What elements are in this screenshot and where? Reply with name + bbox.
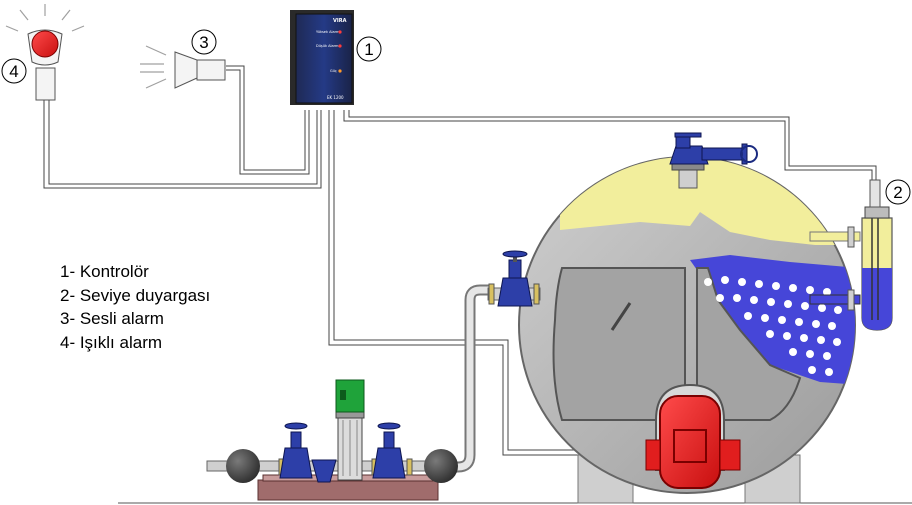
right-chamber [696,267,802,421]
tube-dots [704,276,842,376]
red-lamp [31,30,59,58]
light-alarm: 4 [1,4,85,101]
legend: 1- Kontrolör 2- Seviye duyargası 3- Sesl… [60,260,210,354]
feed-water-line [206,250,541,501]
level-sensor-assembly: 2 [809,179,911,331]
sound-lines [140,45,167,89]
controller-brand: VIRA [333,18,347,24]
legend-item: 3- Sesli alarm [60,309,164,328]
signal-cables [43,65,877,456]
label-audible-alarm: 3 [199,33,208,52]
left-chamber [552,267,686,421]
steam-main-valve [669,132,758,189]
audible-alarm: 3 [140,29,226,89]
tank-ball-right [424,449,458,483]
sight-mark [610,302,632,331]
controller-row1: Yüksek Alarm [316,30,340,34]
pump-motor [335,379,365,413]
label-level-sensor: 2 [893,183,902,202]
water-space [690,255,855,385]
burner [645,395,741,489]
light-rays [5,4,85,32]
power-led [338,69,342,73]
controller-row2: Düşük Alarm [316,44,339,48]
label-controller: 1 [364,40,373,59]
controller-unit: VIRA Yüksek Alarm Düşük Alarm Güç EK 120… [290,10,382,105]
label-light-alarm: 4 [9,62,18,81]
low-alarm-led [338,44,342,48]
legend-item: 1- Kontrolör [60,262,149,281]
pump-base [257,479,439,501]
controller-model: EK 1200 [327,95,344,100]
legend-item: 4- Işıklı alarm [60,332,163,352]
controller-row3: Güç [330,69,337,73]
legend-item: 2- Seviye duyargası [60,285,211,305]
high-alarm-led [338,30,342,34]
tank-ball-left [226,449,260,483]
